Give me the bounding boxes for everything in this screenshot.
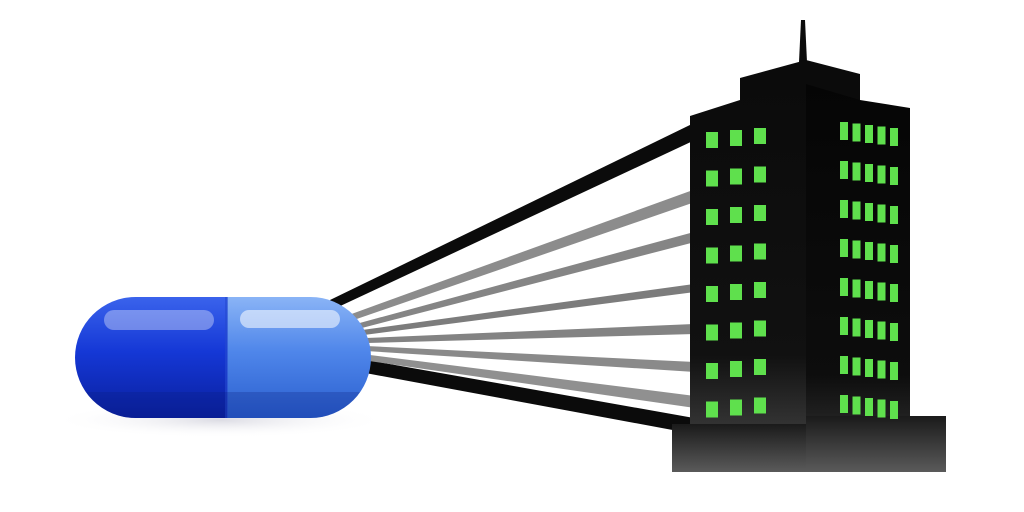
beam-black-top bbox=[330, 124, 695, 308]
beam-gray-6 bbox=[362, 354, 695, 408]
front-window bbox=[706, 286, 718, 302]
front-window bbox=[730, 168, 742, 185]
beam-gray-3 bbox=[362, 284, 695, 335]
front-window bbox=[706, 132, 718, 148]
side-window bbox=[877, 399, 886, 418]
side-window bbox=[840, 356, 848, 374]
side-window bbox=[890, 284, 898, 302]
front-window bbox=[706, 247, 718, 264]
side-window bbox=[840, 161, 848, 179]
side-window bbox=[877, 165, 886, 184]
side-window bbox=[852, 162, 861, 181]
side-window bbox=[852, 357, 861, 376]
front-window bbox=[754, 397, 766, 414]
front-window bbox=[730, 361, 742, 377]
side-window bbox=[852, 318, 861, 337]
front-window bbox=[730, 284, 742, 300]
beam-gray-5 bbox=[366, 346, 695, 372]
side-window bbox=[865, 359, 873, 377]
front-window bbox=[706, 401, 718, 418]
side-window bbox=[852, 240, 861, 259]
side-window bbox=[877, 126, 886, 145]
side-window bbox=[877, 282, 886, 301]
side-window bbox=[877, 321, 886, 340]
front-window bbox=[730, 245, 742, 262]
pill-highlight-right bbox=[240, 310, 340, 328]
side-window bbox=[865, 398, 873, 416]
front-window bbox=[754, 320, 766, 337]
side-window bbox=[865, 242, 873, 260]
side-window bbox=[865, 203, 873, 221]
side-window bbox=[877, 204, 886, 223]
building-base-right bbox=[806, 416, 946, 472]
beam-gray-1 bbox=[346, 190, 695, 322]
side-window bbox=[840, 122, 848, 140]
side-window bbox=[840, 278, 848, 296]
office-building bbox=[672, 20, 946, 472]
side-window bbox=[852, 201, 861, 220]
side-window bbox=[852, 279, 861, 298]
side-window bbox=[852, 123, 861, 142]
side-window bbox=[840, 239, 848, 257]
side-window bbox=[890, 128, 898, 146]
beam-gray-2 bbox=[356, 232, 695, 329]
side-window bbox=[890, 245, 898, 263]
side-window bbox=[890, 362, 898, 380]
beam-black-bottom bbox=[356, 358, 694, 434]
pill-seam bbox=[225, 297, 228, 418]
front-window bbox=[706, 209, 718, 225]
side-window bbox=[840, 395, 848, 413]
side-window bbox=[890, 206, 898, 224]
side-window bbox=[890, 401, 898, 419]
front-window bbox=[730, 207, 742, 223]
side-window bbox=[890, 167, 898, 185]
front-window bbox=[754, 166, 766, 183]
pill-highlight-left bbox=[104, 310, 214, 330]
front-window bbox=[730, 130, 742, 146]
capsule-pill bbox=[75, 297, 371, 418]
beam-gray-4 bbox=[366, 324, 695, 343]
side-window bbox=[840, 317, 848, 335]
side-window bbox=[877, 360, 886, 379]
front-window bbox=[730, 322, 742, 339]
front-window bbox=[754, 205, 766, 221]
side-window bbox=[865, 125, 873, 143]
side-window bbox=[865, 164, 873, 182]
side-window bbox=[840, 200, 848, 218]
front-window bbox=[754, 359, 766, 375]
side-window bbox=[865, 320, 873, 338]
building-base-left bbox=[672, 424, 808, 472]
building-front-face bbox=[690, 84, 806, 472]
building-antenna bbox=[799, 20, 807, 62]
front-window bbox=[754, 243, 766, 260]
side-window bbox=[877, 243, 886, 262]
front-window bbox=[754, 128, 766, 144]
front-window bbox=[706, 324, 718, 341]
building-windows bbox=[706, 122, 898, 419]
side-window bbox=[865, 281, 873, 299]
front-window bbox=[730, 399, 742, 416]
side-window bbox=[852, 396, 861, 415]
side-window bbox=[890, 323, 898, 341]
front-window bbox=[754, 282, 766, 298]
pill-dark-half bbox=[75, 297, 227, 418]
beams bbox=[330, 124, 695, 434]
front-window bbox=[706, 170, 718, 187]
front-window bbox=[706, 363, 718, 379]
